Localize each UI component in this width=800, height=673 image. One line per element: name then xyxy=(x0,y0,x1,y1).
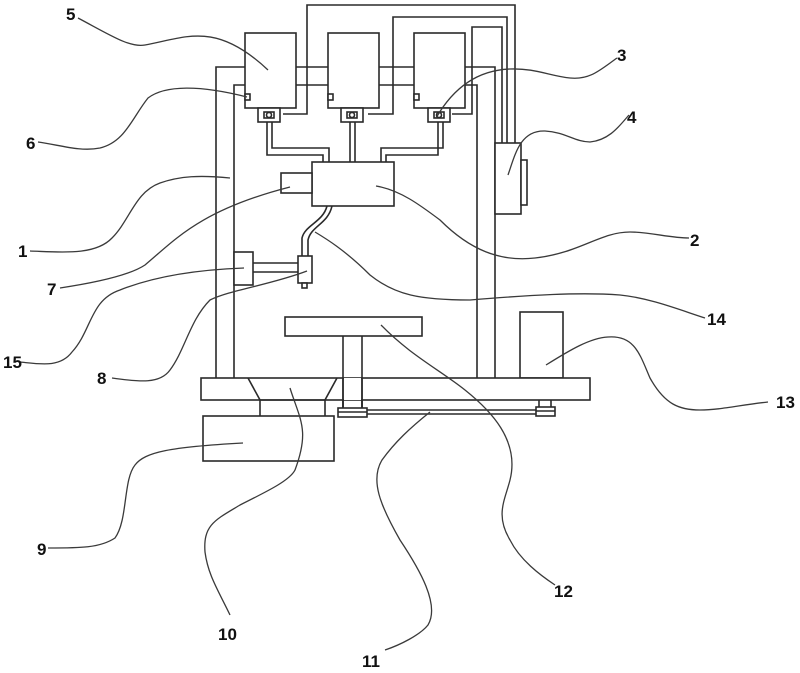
base-plate xyxy=(200,377,591,401)
leader-12 xyxy=(380,324,556,586)
controller-box xyxy=(494,142,522,215)
turntable xyxy=(284,316,423,337)
leader-14 xyxy=(314,231,706,319)
leader-1 xyxy=(29,175,231,253)
leader-9 xyxy=(47,442,244,549)
motor xyxy=(519,311,564,379)
label-1: 1 xyxy=(18,242,27,261)
nozzle xyxy=(297,255,313,284)
leader-13 xyxy=(545,336,769,411)
level-sensor-middle xyxy=(327,93,334,101)
label-9: 9 xyxy=(37,540,46,559)
tank-left xyxy=(244,32,297,109)
pipes xyxy=(266,122,444,162)
frame-left-column xyxy=(215,66,245,378)
belt xyxy=(337,400,556,418)
label-8: 8 xyxy=(97,369,106,388)
valve-middle xyxy=(340,107,364,123)
signal-wires xyxy=(283,4,516,143)
label-5: 5 xyxy=(66,5,75,24)
label-2: 2 xyxy=(690,231,699,250)
label-7: 7 xyxy=(47,280,56,299)
label-13: 13 xyxy=(776,393,795,412)
label-6: 6 xyxy=(26,134,35,153)
valve-left xyxy=(257,107,281,123)
leader-15 xyxy=(19,267,245,365)
leader-6 xyxy=(37,87,248,150)
leader-2 xyxy=(375,185,690,260)
bottom-box xyxy=(202,415,335,462)
label-14: 14 xyxy=(707,310,726,329)
pump-small xyxy=(280,172,313,194)
label-3: 3 xyxy=(617,46,626,65)
label-12: 12 xyxy=(554,582,573,601)
leader-3 xyxy=(435,57,618,119)
level-sensor-right xyxy=(413,93,420,101)
label-15: 15 xyxy=(3,353,22,372)
funnel xyxy=(247,377,338,416)
leader-5 xyxy=(77,17,269,71)
mixing-box xyxy=(311,161,395,207)
hose xyxy=(301,205,333,256)
leader-lines xyxy=(19,17,769,651)
leader-4 xyxy=(507,114,630,176)
leader-7 xyxy=(59,186,291,289)
label-4: 4 xyxy=(627,108,637,127)
tanks xyxy=(244,32,466,109)
leader-11 xyxy=(376,411,433,651)
valves xyxy=(257,107,451,123)
tank-middle xyxy=(327,32,380,109)
tank-right xyxy=(413,32,466,109)
leader-8 xyxy=(111,270,308,382)
leader-10 xyxy=(204,387,304,616)
label-11: 11 xyxy=(362,652,380,671)
valve-right xyxy=(427,107,451,123)
label-10: 10 xyxy=(218,625,237,644)
reference-labels: 5 6 1 7 15 8 9 10 11 12 13 14 2 4 3 xyxy=(3,5,795,671)
